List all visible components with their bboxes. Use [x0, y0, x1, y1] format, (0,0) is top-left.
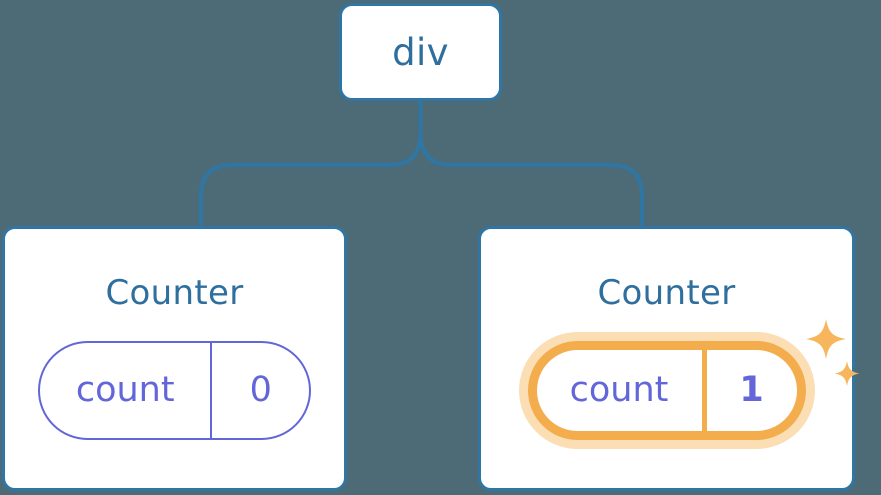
node-counter-left[interactable]: Counter count 0	[2, 226, 347, 491]
counter-left-state-value: 0	[249, 370, 272, 410]
node-counter-right[interactable]: Counter count 1	[478, 226, 859, 491]
connector-to-right-counter	[418, 99, 644, 230]
counter-right-state-value: 1	[739, 370, 764, 410]
counter-right-state-pill-wrapper: count 1	[527, 319, 859, 440]
connector-to-left-counter	[199, 99, 423, 230]
node-div-label: div	[392, 30, 449, 74]
counter-right-state-pill[interactable]: count 1	[527, 341, 806, 440]
counter-right-title: Counter	[597, 273, 736, 313]
node-div[interactable]: div	[339, 3, 502, 101]
counter-left-state-pill[interactable]: count 0	[38, 341, 311, 440]
sparkle-group	[805, 319, 859, 386]
counter-left-state-key: count	[40, 343, 213, 438]
counter-right-state-key: count	[537, 350, 707, 431]
sparkle-large-icon	[805, 319, 846, 359]
counter-left-title: Counter	[105, 273, 244, 313]
counter-left-state-pill-wrapper: count 0	[38, 341, 311, 440]
